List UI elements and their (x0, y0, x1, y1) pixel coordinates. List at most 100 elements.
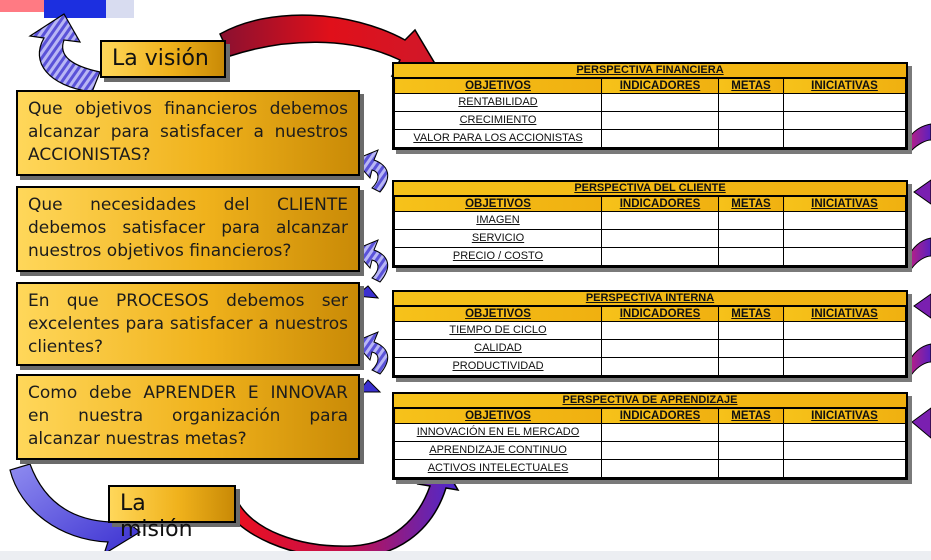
empty-cell (601, 129, 719, 148)
header-indicadores: INDICADORES (601, 306, 719, 322)
right-arrow-3 (907, 237, 931, 270)
header-iniciativas: INICIATIVAS (783, 196, 906, 212)
table-title: PERSPECTIVA INTERNA (394, 292, 906, 306)
bottom-left-blue-arrow (9, 463, 142, 556)
right-arrow-1 (907, 123, 931, 151)
header-objetivos: OBJETIVOS (394, 306, 602, 322)
objective-cell: ACTIVOS INTELECTUALES (394, 459, 602, 478)
connector-arrow-3 (353, 331, 389, 375)
right-arrow-2 (913, 179, 931, 205)
connector-arrow-1 (353, 149, 389, 193)
header-iniciativas: INICIATIVAS (783, 408, 906, 424)
empty-cell (783, 229, 906, 248)
table-title: PERSPECTIVA DE APRENDIZAJE (394, 394, 906, 408)
header-objetivos: OBJETIVOS (394, 196, 602, 212)
empty-cell (601, 423, 719, 442)
objective-cell: PRODUCTIVIDAD (394, 357, 602, 376)
question-box-financial: Que objetivos financieros debemos alcanz… (16, 90, 360, 176)
table-title: PERSPECTIVA FINANCIERA (394, 64, 906, 78)
question-box-learning: Como debe APRENDER E INNOVAR en nuestra … (16, 374, 360, 460)
connector-arrow-4 (354, 285, 380, 299)
empty-cell (783, 111, 906, 130)
header-indicadores: INDICADORES (601, 78, 719, 94)
header-objetivos: OBJETIVOS (394, 408, 602, 424)
empty-cell (601, 441, 719, 460)
bottom-bar (0, 551, 931, 560)
objective-cell: CRECIMIENTO (394, 111, 602, 130)
empty-cell (718, 459, 784, 478)
empty-cell (783, 321, 906, 340)
empty-cell (783, 129, 906, 148)
table-title: PERSPECTIVA DEL CLIENTE (394, 182, 906, 196)
empty-cell (601, 229, 719, 248)
empty-cell (718, 211, 784, 230)
empty-cell (601, 357, 719, 376)
header-metas: METAS (718, 408, 784, 424)
objective-cell: TIEMPO DE CICLO (394, 321, 602, 340)
header-indicadores: INDICADORES (601, 196, 719, 212)
empty-cell (718, 247, 784, 266)
connector-arrow-2 (353, 239, 389, 283)
objective-cell: PRECIO / COSTO (394, 247, 602, 266)
empty-cell (601, 247, 719, 266)
empty-cell (718, 129, 784, 148)
empty-cell (718, 357, 784, 376)
header-objetivos: OBJETIVOS (394, 78, 602, 94)
corner-flag-blue (44, 0, 106, 18)
empty-cell (718, 93, 784, 112)
objective-cell: IMAGEN (394, 211, 602, 230)
vision-label: La visión (100, 40, 226, 78)
connector-arrow-5 (356, 379, 382, 393)
empty-cell (783, 357, 906, 376)
empty-cell (718, 321, 784, 340)
empty-cell (783, 339, 906, 358)
objective-cell: RENTABILIDAD (394, 93, 602, 112)
empty-cell (783, 93, 906, 112)
objective-cell: CALIDAD (394, 339, 602, 358)
empty-cell (783, 211, 906, 230)
empty-cell (783, 423, 906, 442)
empty-cell (601, 459, 719, 478)
question-box-process: En que PROCESOS debemos ser excelentes p… (16, 282, 360, 366)
empty-cell (601, 321, 719, 340)
header-iniciativas: INICIATIVAS (783, 306, 906, 322)
top-left-blue-arrow (28, 13, 101, 93)
right-arrow-6 (911, 407, 931, 439)
header-metas: METAS (718, 306, 784, 322)
empty-cell (718, 229, 784, 248)
header-iniciativas: INICIATIVAS (783, 78, 906, 94)
empty-cell (783, 459, 906, 478)
empty-cell (718, 423, 784, 442)
empty-cell (718, 111, 784, 130)
right-arrow-4 (913, 293, 931, 319)
objective-cell: SERVICIO (394, 229, 602, 248)
header-indicadores: INDICADORES (601, 408, 719, 424)
corner-flag-light (106, 0, 134, 18)
right-arrow-5 (907, 343, 931, 376)
empty-cell (783, 247, 906, 266)
header-metas: METAS (718, 196, 784, 212)
question-box-customer: Que necesidades del CLIENTE debemos sati… (16, 186, 360, 272)
objective-cell: VALOR PARA LOS ACCIONISTAS (394, 129, 602, 148)
header-metas: METAS (718, 78, 784, 94)
empty-cell (783, 441, 906, 460)
corner-flag-left (0, 0, 44, 12)
empty-cell (718, 339, 784, 358)
empty-cell (601, 211, 719, 230)
empty-cell (601, 111, 719, 130)
objective-cell: INNOVACIÓN EN EL MERCADO (394, 423, 602, 442)
empty-cell (601, 339, 719, 358)
mission-label: La misión (108, 485, 236, 542)
empty-cell (601, 93, 719, 112)
objective-cell: APRENDIZAJE CONTINUO (394, 441, 602, 460)
bottom-red-arrow (220, 454, 460, 559)
